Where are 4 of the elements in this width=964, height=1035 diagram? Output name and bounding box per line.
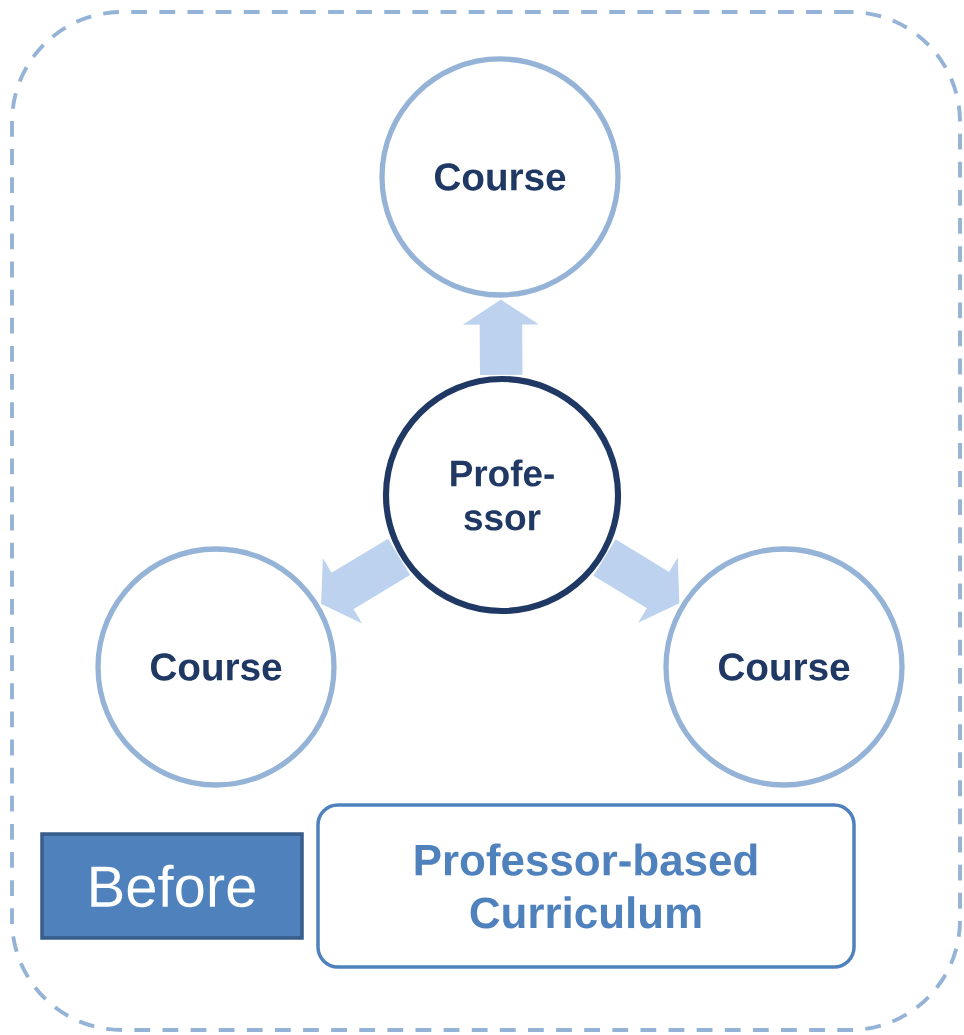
title-box: Professor-based Curriculum bbox=[316, 803, 856, 969]
block-arrow bbox=[321, 538, 411, 624]
before-label: Before bbox=[40, 832, 304, 940]
dashed-frame bbox=[10, 10, 962, 1032]
